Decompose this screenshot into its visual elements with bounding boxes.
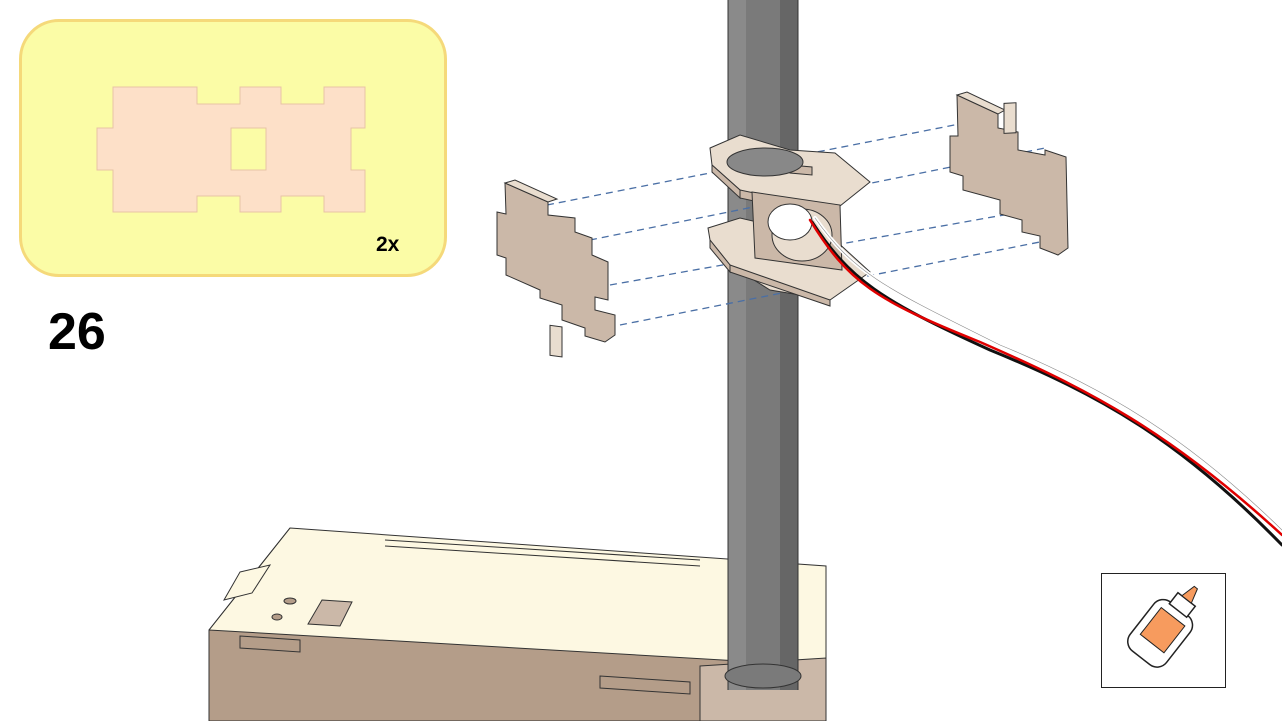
base-box [208, 527, 827, 721]
clamp-assembly [707, 134, 871, 307]
quantity-label: 2x [376, 233, 400, 256]
cable [808, 216, 1282, 547]
right-piece [949, 91, 1069, 256]
glue-tool-box [1101, 573, 1226, 688]
left-piece [496, 179, 616, 358]
part-slot [230, 127, 267, 171]
step-number: 26 [48, 303, 106, 361]
pole [724, 0, 802, 690]
glue-bottle-icon [1127, 585, 1199, 668]
